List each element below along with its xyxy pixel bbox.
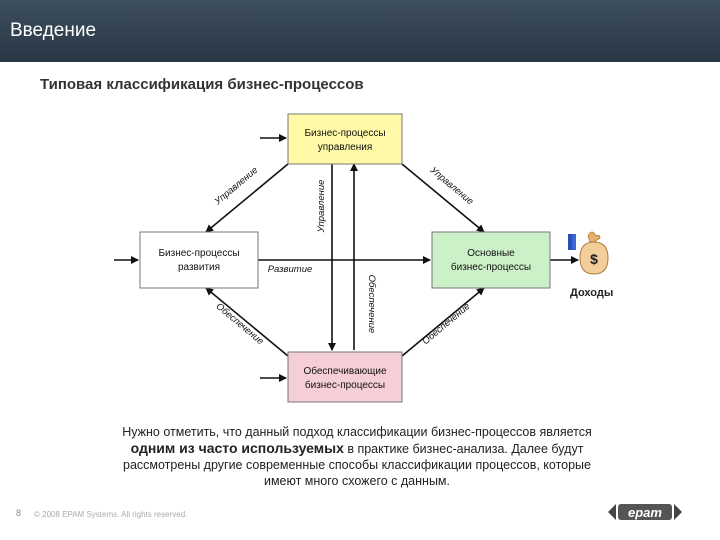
money-bag-icon: $ bbox=[568, 231, 609, 275]
label-support-center: Обеспечение bbox=[366, 275, 377, 334]
box-support-line1: Обеспечивающие bbox=[303, 365, 386, 377]
label-support-right: Обеспечение bbox=[420, 301, 472, 347]
box-support: Обеспечивающие бизнес-процессы bbox=[287, 351, 403, 403]
label-management-left: Управление bbox=[212, 165, 260, 208]
box-core: Основные бизнес-процессы bbox=[431, 231, 551, 289]
note-line4: имеют много схожего с данным. bbox=[263, 474, 450, 488]
box-development: Бизнес-процессы развития bbox=[139, 231, 259, 289]
page-title: Введение bbox=[10, 20, 97, 41]
box-core-line1: Основные bbox=[467, 248, 515, 259]
label-support-left: Обеспечение bbox=[214, 301, 266, 347]
box-support-line2: бизнес-процессы bbox=[305, 379, 385, 391]
box-core-line2: бизнес-процессы bbox=[451, 261, 531, 273]
box-development-line1: Бизнес-процессы bbox=[158, 248, 239, 259]
box-development-line2: развития bbox=[178, 262, 220, 273]
svg-text:$: $ bbox=[590, 251, 598, 267]
page-number: 8 bbox=[16, 508, 22, 518]
label-management-right: Управление bbox=[427, 164, 475, 207]
box-management-line2: управления bbox=[318, 142, 373, 153]
income-label: Доходы bbox=[570, 287, 614, 299]
note-line3: рассмотрены другие современные способы к… bbox=[123, 458, 591, 472]
arrow-management-to-development bbox=[205, 163, 289, 233]
logo-text: epam bbox=[628, 505, 662, 520]
label-management-center: Управление bbox=[316, 180, 327, 234]
epam-logo: epam bbox=[608, 504, 682, 520]
note-text: Нужно отметить, что данный подход класси… bbox=[52, 424, 662, 489]
slide-subtitle: Типовая классификация бизнес-процессов bbox=[40, 76, 364, 93]
note-line2-rest: в практике бизнес-анализа. Далее будут bbox=[343, 442, 584, 456]
label-development-center: Развитие bbox=[268, 264, 313, 275]
copyright: © 2008 EPAM Systems. All rights reserved… bbox=[34, 510, 188, 519]
box-management: Бизнес-процессы управления bbox=[287, 113, 403, 165]
header-bar: Введение bbox=[0, 0, 720, 62]
arrow-support-to-development bbox=[205, 287, 289, 357]
note-bold: одним из часто используемых bbox=[130, 440, 344, 456]
arrow-support-to-core bbox=[401, 287, 485, 357]
arrow-management-to-core bbox=[401, 163, 485, 233]
note-line1: Нужно отметить, что данный подход класси… bbox=[122, 425, 592, 439]
box-management-line1: Бизнес-процессы bbox=[304, 128, 385, 139]
process-diagram: Бизнес-процессы управления Бизнес-процес… bbox=[114, 113, 579, 403]
